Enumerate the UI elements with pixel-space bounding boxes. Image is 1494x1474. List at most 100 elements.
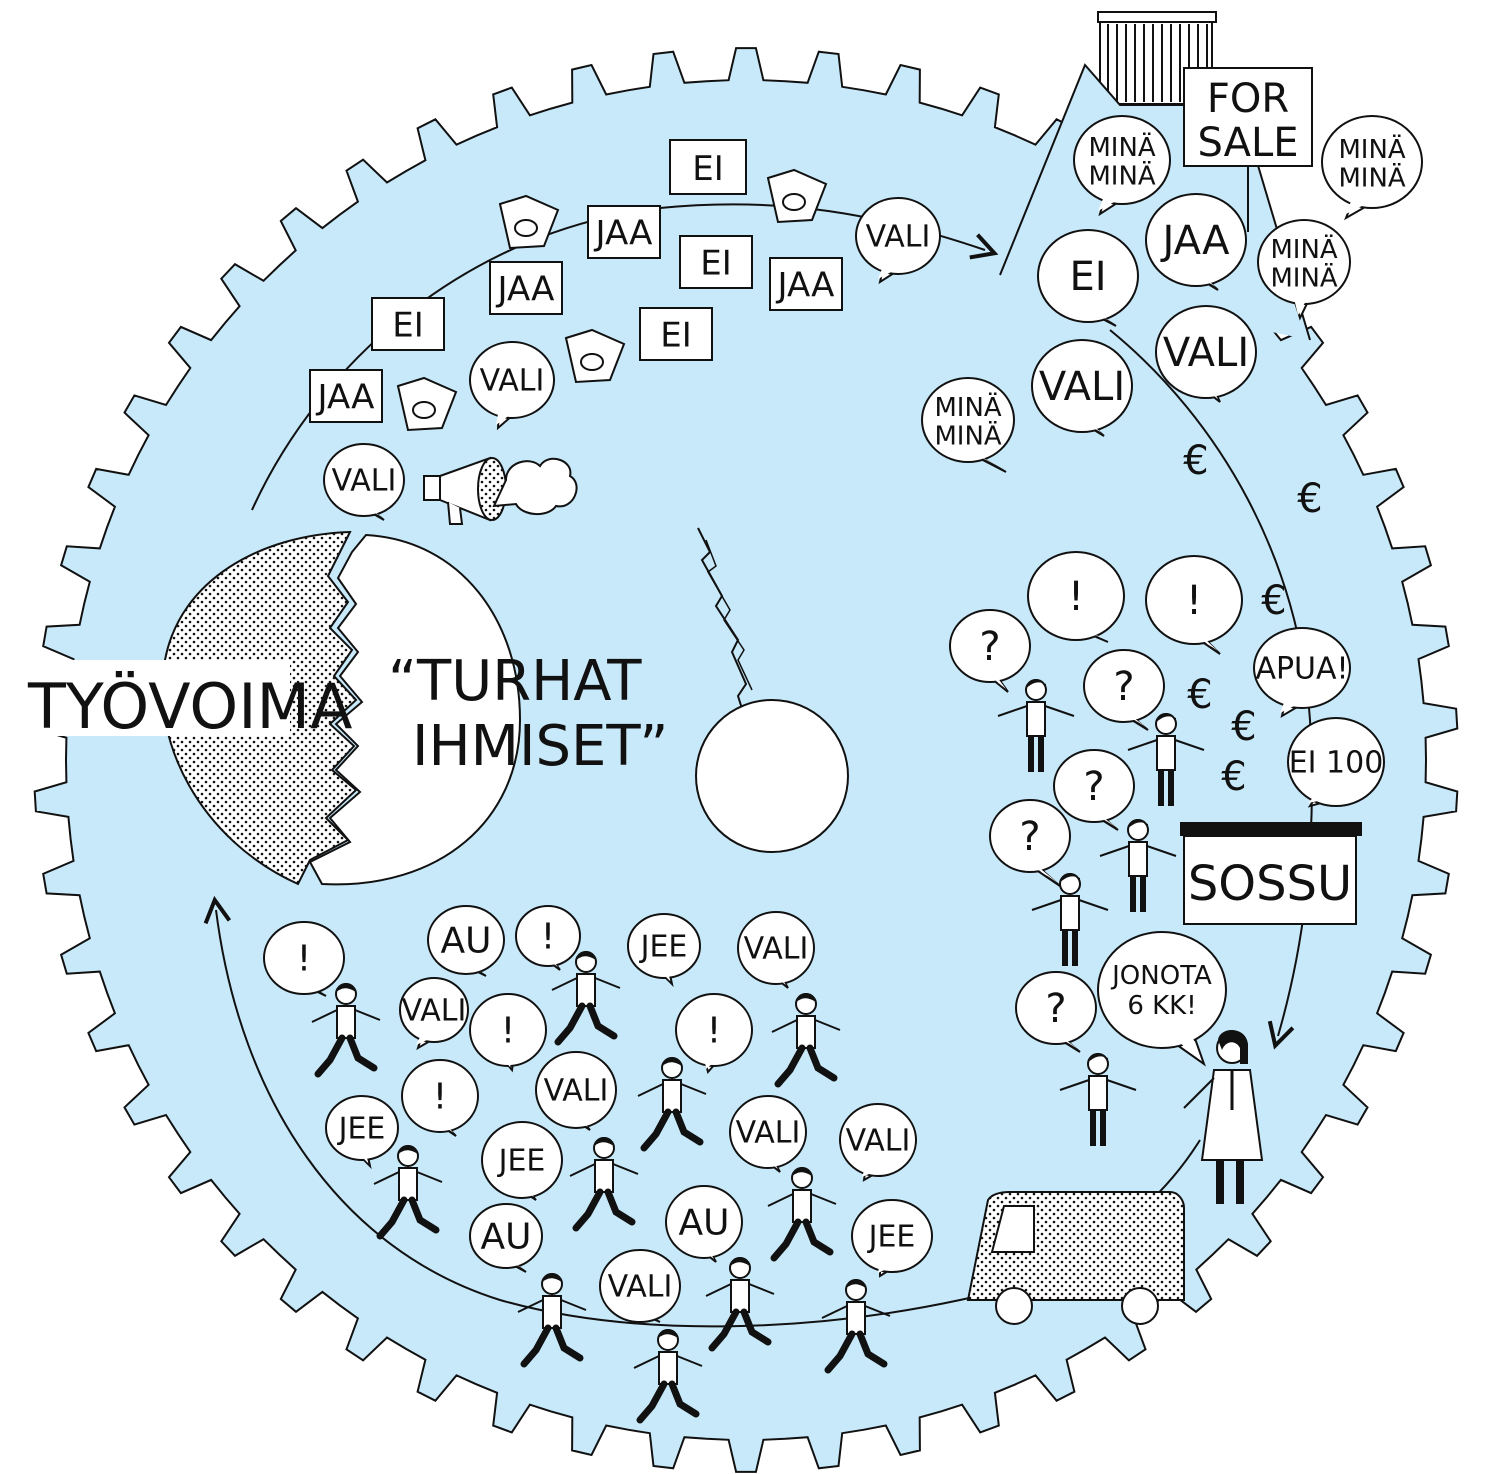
sossu-label: SOSSU	[1188, 856, 1352, 912]
bubble-text: MINÄ	[1088, 131, 1155, 163]
bubble-text: !	[1186, 578, 1202, 624]
standing-person	[1127, 713, 1205, 806]
bubble-text: EI 100	[1289, 746, 1384, 781]
speech-bubble: VALI	[399, 977, 469, 1051]
bubble-text: JEE	[337, 1112, 386, 1147]
speech-bubble: JEE	[627, 913, 701, 988]
running-person	[517, 1273, 587, 1368]
bubble-text: APUA!	[1255, 652, 1348, 687]
bubble-text: VALI	[402, 994, 467, 1029]
speech-bubble: ?	[1015, 971, 1097, 1053]
running-person	[633, 1329, 703, 1424]
ballot-card-label: EI	[700, 243, 732, 283]
bubble-text: VALI	[736, 1116, 801, 1151]
speech-bubble: VALI	[323, 443, 405, 521]
running-person	[771, 993, 841, 1088]
standing-person	[1099, 819, 1177, 912]
speech-bubble: AU	[469, 1203, 543, 1273]
speech-bubble: !	[263, 921, 345, 997]
bubble-text: VALI	[544, 1074, 609, 1109]
workforce-label: TYÖVOIMA	[27, 670, 352, 743]
ballot-card-label: EI	[692, 149, 724, 189]
ballot-card	[669, 139, 747, 195]
ballot-card	[679, 235, 753, 289]
speech-bubble: APUA!	[1253, 627, 1351, 719]
speech-bubble: VALI	[855, 197, 941, 285]
useless-people-label-1: “TURHAT	[388, 649, 642, 714]
euro-icon: €	[1297, 476, 1322, 522]
bubble-text: VALI	[744, 932, 809, 967]
speech-bubble: VALI	[1031, 339, 1133, 437]
queue-text-2: 6 KK!	[1127, 991, 1196, 1021]
sossu-desk: SOSSU	[1180, 822, 1362, 925]
bubble-text: MINÄ	[934, 419, 1001, 451]
ballot-card	[309, 369, 383, 423]
ballot-card-label: JAA	[496, 269, 555, 309]
ballot-booth-icon	[396, 376, 458, 432]
running-person	[551, 951, 621, 1046]
ballot-booth-icon	[564, 328, 626, 384]
bubble-text: MINÄ	[1270, 233, 1337, 265]
speech-bubble: VALI	[729, 1095, 807, 1173]
bubble-text: VALI	[480, 364, 545, 399]
bubble-text: JEE	[639, 930, 688, 965]
bubble-text: JAA	[1160, 218, 1231, 264]
ballot-booth-icon	[498, 194, 560, 250]
speech-bubbles: VALIVALIVALIMINÄMINÄMINÄMINÄMINÄMINÄMINÄ…	[263, 115, 1423, 1323]
bubble-text: AU	[481, 1217, 532, 1258]
social-worker	[1183, 1029, 1264, 1204]
for-sale-sign: FOR SALE	[1183, 67, 1313, 232]
bubble-text: AU	[441, 921, 492, 962]
bubble-text: ?	[1113, 664, 1134, 710]
ballot-card	[639, 307, 713, 361]
speech-bubble: !	[1027, 551, 1125, 643]
bubble-text: VALI	[608, 1270, 673, 1305]
bubble-text: MINÄ	[1088, 159, 1155, 191]
bubble-text: !	[707, 1011, 721, 1052]
speech-bubble: ?	[1053, 749, 1135, 831]
running-person	[705, 1257, 775, 1352]
ballot-card	[371, 297, 445, 351]
ballot-booths	[396, 168, 828, 432]
euro-icon: €	[1187, 672, 1212, 718]
ballot-card-label: EI	[660, 315, 692, 355]
ballot-card-label: JAA	[316, 377, 375, 417]
speech-bubble: !	[515, 905, 581, 971]
bubble-text: !	[297, 939, 311, 980]
speech-bubble: JEE	[851, 1199, 933, 1278]
ballot-card-label: EI	[392, 305, 424, 345]
bubble-text: AU	[679, 1203, 730, 1244]
bubble-text: MINÄ	[1270, 261, 1337, 293]
speech-bubble: ?	[1083, 649, 1165, 731]
bubble-text: VALI	[1039, 364, 1125, 410]
speech-bubble: AU	[427, 905, 505, 977]
speech-bubble: EI	[1037, 229, 1139, 327]
speech-bubble: VALI	[535, 1051, 617, 1131]
megaphone-icon	[423, 456, 578, 525]
bubble-text: !	[541, 917, 555, 958]
speech-bubble: !	[1145, 555, 1243, 655]
bubble-text: EI	[1069, 254, 1106, 300]
ballot-card	[587, 205, 661, 259]
van	[966, 1191, 1185, 1325]
running-person	[637, 1057, 707, 1152]
ballot-card	[489, 261, 563, 315]
speech-bubble: VALI	[1155, 305, 1257, 403]
for-sale-text-2: SALE	[1197, 120, 1298, 166]
ballot-card	[769, 257, 843, 311]
for-sale-text-1: FOR	[1207, 76, 1289, 122]
standing-person	[997, 679, 1075, 772]
speech-bubble: JEE	[481, 1121, 563, 1201]
bubble-text: !	[433, 1077, 447, 1118]
bubble-text: ?	[979, 624, 1000, 670]
queue-text-1: JONOTA	[1110, 961, 1212, 991]
speech-bubble: !	[401, 1059, 479, 1137]
bubble-text: ?	[1019, 814, 1040, 860]
speech-bubble: JAA	[1145, 193, 1247, 291]
bubble-text: ?	[1045, 986, 1066, 1032]
standing-person	[1031, 873, 1109, 966]
bubble-text: !	[501, 1011, 515, 1052]
bubble-text: !	[1068, 574, 1084, 620]
